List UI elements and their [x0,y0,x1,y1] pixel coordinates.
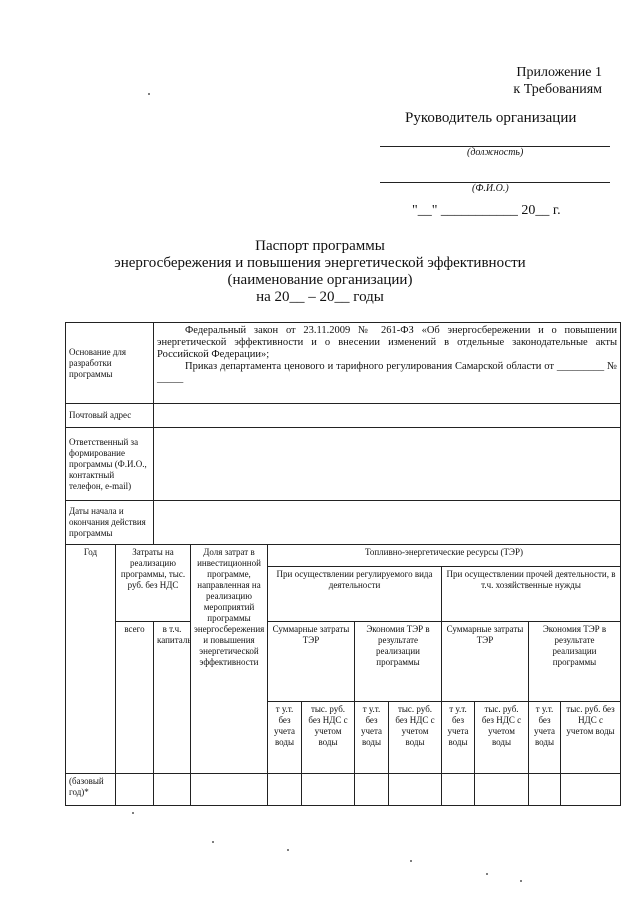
scan-speck [520,880,522,882]
annex-line-2: к Требованиям [513,82,602,97]
unit-tut-3: т у.т. без учета воды [441,701,475,774]
basis-law: Федеральный закон от 23.11.2009 № 261-ФЗ… [157,325,618,360]
unit-rub-1: тыс. руб. без НДС с учетом воды [301,701,355,774]
base-year-cell [267,773,302,806]
base-year-cell [301,773,355,806]
annex-note: Приложение 1 к Требованиям [513,64,602,98]
regulated-header: При осуществлении регулируемого вида дея… [267,566,442,622]
basis-label: Основание для разработки программы [65,322,154,404]
unit-rub-2: тыс. руб. без НДС с учетом воды [388,701,442,774]
base-year-cell [441,773,475,806]
base-year-cell [354,773,389,806]
basis-order: Приказ департамента ценового и тарифного… [157,361,618,384]
total-header: всего [115,621,154,774]
unit-tut-2: т у.т. без учета воды [354,701,389,774]
scan-speck [486,873,488,875]
dates-label: Даты начала и окончания действия програм… [65,500,154,545]
scan-speck [287,849,289,851]
costs-header: Затраты на реализацию программы, тыс. ру… [115,544,191,622]
postal-row: Почтовый адрес [65,403,622,428]
scan-speck [148,93,150,95]
annex-line-1: Приложение 1 [516,65,602,80]
unit-rub-3: тыс. руб. без НДС с учетом воды [474,701,529,774]
name-signature-line [380,182,610,183]
other-savings-header: Экономия ТЭР в результате реализации про… [527,621,622,702]
position-caption: (должность) [467,147,524,158]
base-year-cell [474,773,529,806]
title-line-2: энергосбережения и повышения энергетичес… [114,255,526,271]
scan-speck [212,841,214,843]
base-year-label: (базовый год)* [65,773,116,806]
basis-row: Основание для разработки программы Федер… [65,322,622,404]
responsible-value [152,427,622,501]
name-caption: (Ф.И.О.) [472,183,509,194]
head-title: Руководитель организации [405,110,577,126]
program-passport-table: Основание для разработки программы Федер… [65,322,622,806]
other-sum-costs-header: Суммарные затраты ТЭР [441,621,529,702]
header-row-1: Год Затраты на реализацию программы, тыс… [65,544,622,774]
document-title: Паспорт программы энергосбережения и пов… [0,238,640,306]
postal-label: Почтовый адрес [65,403,154,428]
unit-tut-1: т у.т. без учета воды [267,701,302,774]
base-year-cell [528,773,561,806]
capital-header: в т.ч. капитальные [153,621,191,774]
ter-header: Топливно-энергетические ресурсы (ТЭР) [266,544,622,567]
title-line-3: (наименование организации) [227,272,413,288]
approval-date-line: "__" ___________ 20__ г. [412,203,561,218]
base-year-cell [559,773,622,806]
dates-row: Даты начала и окончания действия програм… [65,500,622,545]
position-signature-line [380,146,610,147]
basis-text: Федеральный закон от 23.11.2009 № 261-ФЗ… [152,322,622,404]
base-year-cell [190,773,268,806]
responsible-row: Ответственный за формирование программы … [65,427,622,501]
regulated-sum-costs-header: Суммарные затраты ТЭР [267,621,355,702]
dates-value [152,500,622,545]
unit-rub-4: тыс. руб. без НДС с учетом воды [559,701,622,774]
title-line-4: на 20__ – 20__ годы [256,289,384,305]
unit-tut-4: т у.т. без учета воды [528,701,561,774]
header-row-2: При осуществлении регулируемого вида дея… [66,566,622,622]
scan-speck [132,812,134,814]
base-year-row: (базовый год)* [65,773,622,806]
title-line-1: Паспорт программы [255,238,385,254]
base-year-cell [388,773,442,806]
header-row-3: всего в т.ч. капитальные Суммарные затра… [66,621,622,774]
regulated-savings-header: Экономия ТЭР в результате реализации про… [354,621,442,702]
other-header: При осуществлении прочей деятельности, в… [440,566,622,622]
base-year-cell [153,773,191,806]
year-header: Год [65,544,116,774]
responsible-label: Ответственный за формирование программы … [65,427,154,501]
postal-value [152,403,622,428]
base-year-cell [115,773,154,806]
scan-speck [410,860,412,862]
share-header: Доля затрат в инвестиционной программе, … [190,544,268,774]
